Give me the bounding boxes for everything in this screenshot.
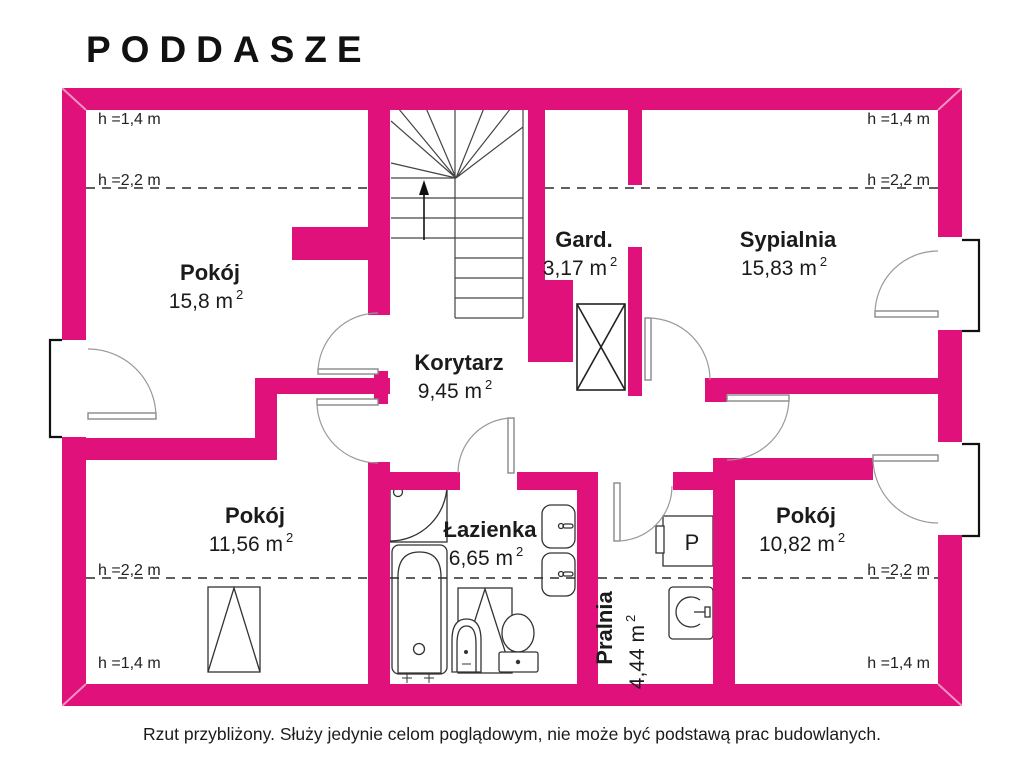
window-bracket [962, 238, 981, 333]
wall-segment [62, 438, 277, 460]
wall-segment [577, 490, 598, 684]
laundry-sink-symbol [668, 586, 714, 640]
toilet-symbol [498, 613, 539, 673]
wall-segment [938, 88, 962, 237]
room-label-pralnia: Pralnia [592, 591, 617, 665]
doors-layer [87, 250, 939, 542]
door-symbol [726, 394, 790, 461]
disclaimer-text: Rzut przybliżony. Służy jedynie celom po… [143, 724, 881, 744]
wall-segment [268, 378, 390, 394]
height-label: h =2,2 m [867, 172, 930, 189]
bathtub-symbol [391, 544, 448, 683]
wall-segment [713, 458, 735, 684]
height-label: h =1,4 m [867, 111, 930, 128]
window-bracket [48, 338, 62, 439]
sink-symbol [541, 504, 576, 549]
walls-layer [62, 88, 962, 706]
wall-segment [705, 378, 727, 402]
balcony-door-symbol [872, 454, 939, 524]
height-label: h =1,4 m [98, 111, 161, 128]
balcony-door-symbol [874, 250, 939, 318]
wall-segment [528, 108, 545, 300]
room-label-gard: Gard. [555, 227, 612, 252]
wall-segment [938, 535, 962, 706]
wall-segment [62, 684, 962, 706]
wall-segment [938, 330, 962, 442]
room-area-pralnia: 4,44 m2 [623, 615, 649, 689]
wall-segment [628, 108, 642, 185]
door-symbol [317, 312, 379, 375]
door-symbol [644, 317, 711, 381]
door-symbol [316, 398, 379, 464]
wall-corner-bevels [61, 87, 963, 707]
room-label-pokoj-sw: Pokój [225, 503, 285, 528]
staircase-symbol [390, 107, 524, 319]
wall-segment [62, 88, 962, 110]
page-title: PODDASZE [86, 29, 372, 70]
wall-segment [368, 462, 390, 684]
height-label: h =2,2 m [98, 172, 161, 189]
wall-segment [62, 437, 86, 706]
wall-segment [292, 227, 390, 260]
washing-machine-symbol: P [655, 515, 714, 567]
wall-segment [368, 108, 390, 315]
wardrobe-symbol [576, 303, 626, 391]
wall-segment [528, 280, 573, 362]
bidet-symbol [451, 618, 482, 673]
wall-segment [368, 472, 460, 490]
wall-segment [62, 88, 86, 340]
height-dashed-lines [86, 187, 938, 579]
window-bracket [962, 442, 981, 538]
room-label-lazienka: Łazienka [444, 517, 538, 542]
height-labels: h =1,4 m h =2,2 m h =1,4 m h =2,2 m h =2… [98, 111, 930, 672]
height-label: h =2,2 m [867, 562, 930, 579]
shower-symbol [389, 482, 448, 543]
door-symbol [613, 482, 673, 542]
door-symbol [87, 348, 157, 420]
roof-window-room-symbol [207, 585, 261, 673]
window-frame-brackets [48, 238, 981, 538]
wall-segment [705, 378, 940, 394]
sink-symbol [541, 552, 576, 597]
room-label-pokoj-se: Pokój [776, 503, 836, 528]
room-label-pokoj-nw: Pokój [180, 260, 240, 285]
washing-machine-label: P [685, 530, 700, 555]
height-label: h =2,2 m [98, 562, 161, 579]
wall-segment [517, 472, 598, 490]
stairs-up-arrow [419, 180, 429, 195]
wall-segment [628, 247, 642, 396]
fixtures-layer: P [207, 303, 714, 683]
height-label: h =1,4 m [98, 655, 161, 672]
door-symbol [457, 417, 515, 474]
height-label: h =1,4 m [867, 655, 930, 672]
wall-segment [727, 458, 873, 480]
room-label-sypialnia: Sypialnia [740, 227, 837, 252]
room-label-korytarz: Korytarz [414, 350, 503, 375]
